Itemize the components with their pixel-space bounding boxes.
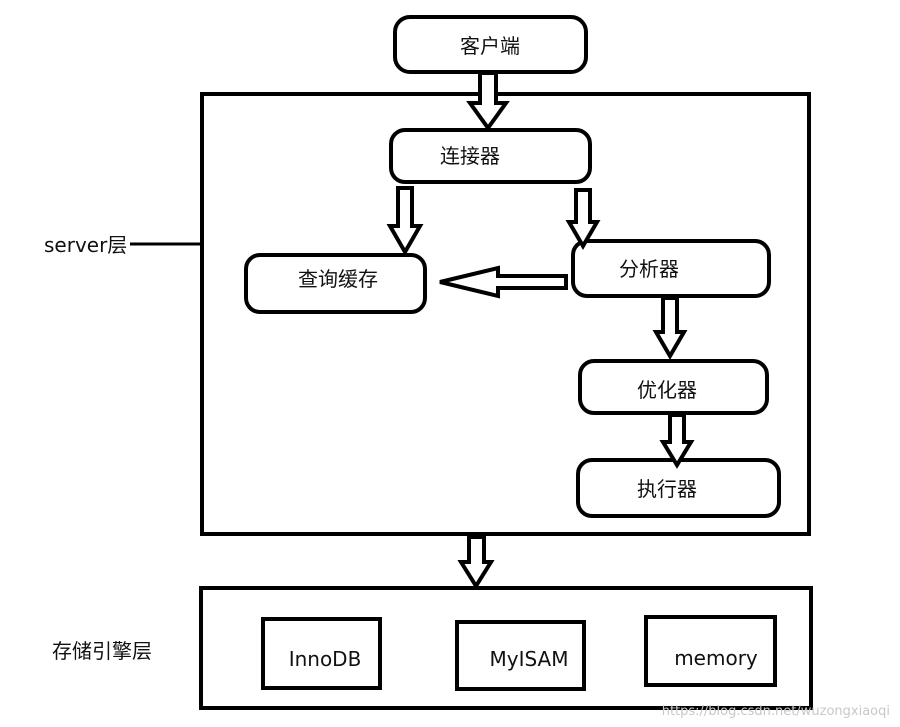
- connector-label: 连接器: [440, 144, 500, 168]
- arrow-connector-to-cache: [386, 186, 424, 257]
- engine-myisam-label: MyISAM: [490, 647, 569, 671]
- engine-memory-label: memory: [674, 646, 758, 670]
- client-node: 客户端: [393, 15, 588, 74]
- analyzer-label: 分析器: [619, 257, 679, 281]
- arrow-analyzer-to-cache: [439, 265, 568, 299]
- engine-myisam: MyISAM: [455, 620, 586, 691]
- analyzer-node: 分析器: [571, 239, 771, 298]
- arrow-connector-to-analyzer: [565, 188, 601, 250]
- arrow-optimizer-to-executor: [659, 413, 695, 469]
- storage-layer-label: 存储引擎层: [52, 639, 152, 663]
- optimizer-label: 优化器: [637, 378, 697, 402]
- storage-layer-box: [199, 586, 813, 710]
- engine-innodb: InnoDB: [261, 617, 382, 690]
- query-cache-node: 查询缓存: [244, 253, 427, 314]
- arrow-analyzer-to-optimizer: [652, 296, 688, 360]
- optimizer-node: 优化器: [578, 359, 769, 415]
- executor-label: 执行器: [637, 477, 697, 501]
- server-layer-box: [200, 92, 811, 536]
- query-cache-label: 查询缓存: [298, 267, 378, 291]
- client-label: 客户端: [460, 34, 520, 58]
- arrow-client-to-connector: [466, 71, 510, 132]
- watermark-text: https://blog.csdn.net/wuzongxiaoqi: [662, 704, 890, 719]
- connector-node: 连接器: [389, 128, 592, 184]
- server-layer-label: server层: [44, 233, 127, 257]
- arrow-server-to-storage: [457, 535, 495, 590]
- executor-node: 执行器: [576, 458, 781, 518]
- engine-innodb-label: InnoDB: [289, 647, 362, 671]
- engine-memory: memory: [644, 615, 777, 687]
